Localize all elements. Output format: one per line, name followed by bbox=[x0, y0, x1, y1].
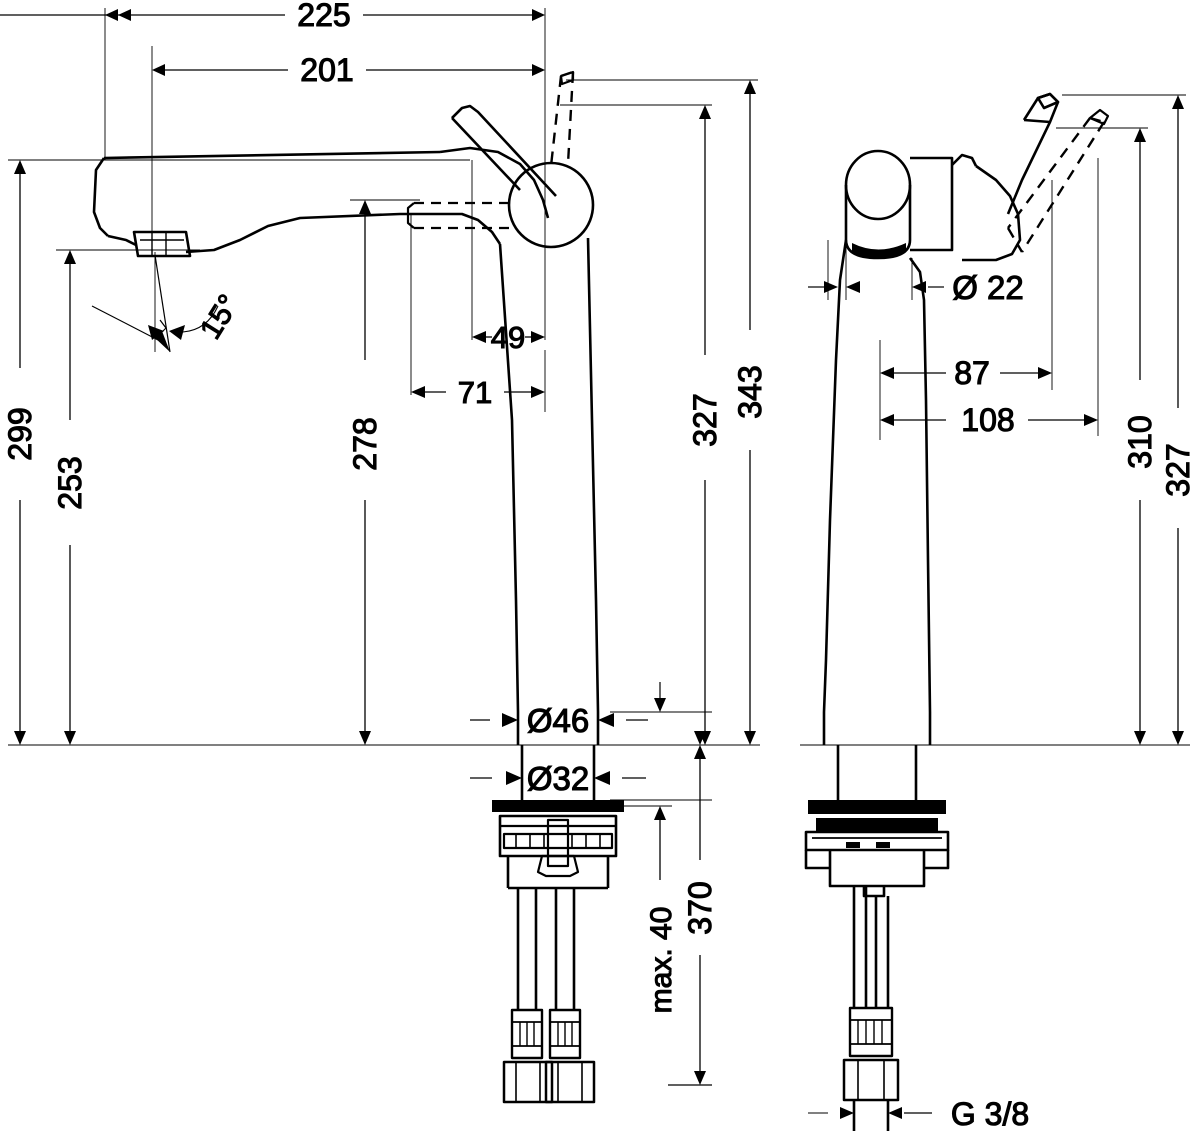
dimension-71: 71 bbox=[411, 374, 545, 411]
dim-label-d22: Ø 22 bbox=[952, 269, 1024, 306]
dimension-108: 108 bbox=[880, 401, 1098, 439]
dimension-diameter-22: Ø 22 bbox=[808, 268, 1024, 307]
dimension-299: 299 bbox=[1, 160, 39, 745]
dimension-201: 201 bbox=[152, 51, 545, 89]
dim-label-299: 299 bbox=[2, 407, 38, 460]
dim-label-15deg: 15° bbox=[194, 289, 246, 345]
dim-label-49: 49 bbox=[491, 320, 525, 355]
dimension-15-degrees: 15° bbox=[91, 254, 247, 353]
dim-label-278: 278 bbox=[347, 417, 383, 470]
front-view-faucet bbox=[92, 70, 624, 1104]
dim-label-71: 71 bbox=[458, 375, 492, 410]
dim-label-201: 201 bbox=[300, 52, 353, 88]
dimension-diameter-46: Ø46 bbox=[470, 701, 648, 740]
side-view-faucet bbox=[804, 92, 1110, 1131]
dimension-thread-g38: G 3/8 bbox=[840, 1095, 1030, 1131]
dim-label-max40: max. 40 bbox=[645, 907, 678, 1014]
dimension-327-front: 327 bbox=[686, 105, 724, 745]
front-projection-lines bbox=[8, 8, 758, 807]
dim-label-108: 108 bbox=[961, 402, 1014, 438]
dimension-310: 310 bbox=[1121, 128, 1159, 745]
dim-label-327-front: 327 bbox=[687, 393, 723, 446]
dimension-327-side: 327 bbox=[1159, 95, 1197, 745]
side-projection-lines bbox=[808, 94, 1186, 1114]
dim-label-343: 343 bbox=[732, 365, 768, 418]
dimension-49: 49 bbox=[472, 319, 545, 356]
dimension-max-40: max. 40 bbox=[644, 682, 679, 1014]
dimension-253: 253 bbox=[51, 250, 89, 745]
dimension-343: 343 bbox=[731, 80, 769, 745]
dim-label-d46: Ø46 bbox=[527, 702, 589, 739]
dim-label-370: 370 bbox=[682, 881, 718, 934]
dimension-278: 278 bbox=[346, 200, 384, 745]
dim-label-g38: G 3/8 bbox=[951, 1096, 1029, 1131]
dimension-87: 87 bbox=[880, 354, 1052, 392]
dim-label-327-side: 327 bbox=[1160, 443, 1196, 496]
dim-label-225: 225 bbox=[297, 0, 350, 33]
dimension-diameter-32: Ø32 bbox=[470, 759, 646, 798]
dim-label-87: 87 bbox=[954, 355, 990, 391]
dim-label-253: 253 bbox=[52, 456, 88, 509]
dimension-370: 370 bbox=[668, 731, 719, 1086]
dimension-225: 225 bbox=[0, 0, 545, 34]
dim-label-d32: Ø32 bbox=[527, 760, 589, 797]
dim-label-310: 310 bbox=[1122, 415, 1158, 468]
